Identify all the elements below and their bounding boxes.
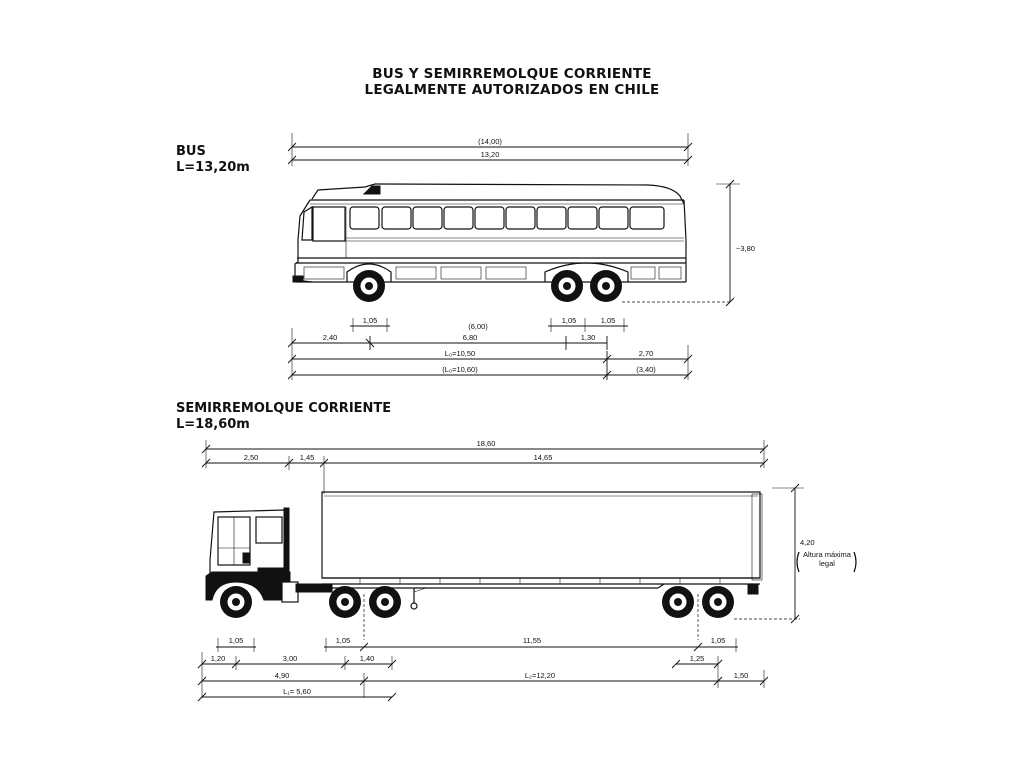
tractor-drive-wheel-2 bbox=[369, 586, 401, 618]
trailer-floor-cross-members bbox=[359, 578, 721, 584]
bus-height-dimension: ~3,80 bbox=[716, 179, 755, 307]
title-line-2: LEGALMENTE AUTORIZADOS EN CHILE bbox=[364, 82, 660, 98]
bus-wheelbase-text: 6,80 bbox=[463, 333, 478, 342]
bus-rear-overhang-text: 2,70 bbox=[639, 349, 654, 358]
bus-overall-text: 13,20 bbox=[481, 150, 500, 159]
bus-heading: BUS bbox=[176, 144, 206, 159]
bus-front-tire-text: 1,05 bbox=[363, 316, 378, 325]
bus-length-label: L=13,20m bbox=[176, 160, 250, 175]
semi-height-dimension: 4,20 Altura máxima legal bbox=[772, 483, 857, 624]
semi-rear-overhang-text: 1,50 bbox=[734, 671, 749, 680]
semi-height-text: 4,20 bbox=[800, 538, 815, 547]
bus-rear-overhang-max-text: (3,40) bbox=[636, 365, 656, 374]
semi-l2-text: L₂=12,20 bbox=[525, 671, 555, 680]
tractor-drive-wheel-1 bbox=[329, 586, 361, 618]
semi-height-note-text: Altura máxima legal bbox=[803, 550, 851, 568]
semi-axle-dimensions: 1,05 1,05 11,55 1,05 1,20 3,00 1,40 1,25 bbox=[197, 636, 769, 702]
bus-drawing bbox=[292, 183, 730, 303]
semi-seg-a-text: 2,50 bbox=[244, 453, 259, 462]
semi-axle-span-text: 11,55 bbox=[523, 636, 541, 645]
semi-front-overhang-text: 1,20 bbox=[211, 654, 226, 663]
bus-rear-tire-1-text: 1,05 bbox=[562, 316, 577, 325]
semi-l1-text: L₁= 5,60 bbox=[283, 687, 311, 696]
bus-rear-wheel-1 bbox=[551, 270, 583, 302]
semi-rear-tire-text: 1,05 bbox=[711, 636, 726, 645]
trailer-wheel-1 bbox=[662, 586, 694, 618]
trailer-wheel-2 bbox=[702, 586, 734, 618]
semi-height-note: Altura máxima legal bbox=[803, 550, 851, 568]
semi-overall-dimensions: 18,60 2,50 1,45 14,65 bbox=[201, 439, 769, 494]
semi-seg-c-text: 14,65 bbox=[534, 453, 553, 462]
bus-rear-wheel-2 bbox=[590, 270, 622, 302]
semi-tractor-len-text: 4,90 bbox=[275, 671, 290, 680]
semi-trailer-spacing-text: 1,25 bbox=[690, 654, 705, 663]
bus-overall-max-text: (14,00) bbox=[478, 137, 502, 146]
semi-tractor bbox=[205, 507, 333, 603]
bus-axle-dimensions: 1,05 1,05 1,05 (6,00) 2,40 6,80 1,30 L₀=… bbox=[287, 316, 693, 380]
bus-wheelbase-max-text: (6,00) bbox=[468, 322, 488, 331]
semi-drive-tire-text: 1,05 bbox=[336, 636, 351, 645]
bus-windows bbox=[349, 206, 665, 230]
title-line-1: BUS Y SEMIRREMOLQUE CORRIENTE bbox=[372, 66, 652, 82]
semi-overall-text: 18,60 bbox=[477, 439, 496, 448]
bus-lo-text: L₀=10,50 bbox=[445, 349, 475, 358]
tractor-front-wheel bbox=[220, 586, 252, 618]
semi-drive-spacing-text: 1,40 bbox=[360, 654, 375, 663]
bus-height-text: ~3,80 bbox=[736, 244, 755, 253]
bus-lo-max-text: (L₀=10,60) bbox=[442, 365, 478, 374]
bus-front-wheel bbox=[353, 270, 385, 302]
bus-rear-tire-2-text: 1,05 bbox=[601, 316, 616, 325]
semi-wheels bbox=[220, 586, 800, 640]
semi-heading: SEMIRREMOLQUE CORRIENTE bbox=[176, 401, 392, 416]
semi-front-tire-text: 1,05 bbox=[229, 636, 244, 645]
semi-length-label: L=18,60m bbox=[176, 417, 250, 432]
semi-seg-b-text: 1,45 bbox=[300, 453, 315, 462]
semi-trailer bbox=[321, 491, 763, 610]
bus-front-overhang-text: 2,40 bbox=[323, 333, 338, 342]
bus-tandem-spacing-text: 1,30 bbox=[581, 333, 596, 342]
semi-tractor-wb-text: 3,00 bbox=[283, 654, 298, 663]
bus-overall-dimensions: (14,00) 13,20 bbox=[287, 133, 693, 166]
